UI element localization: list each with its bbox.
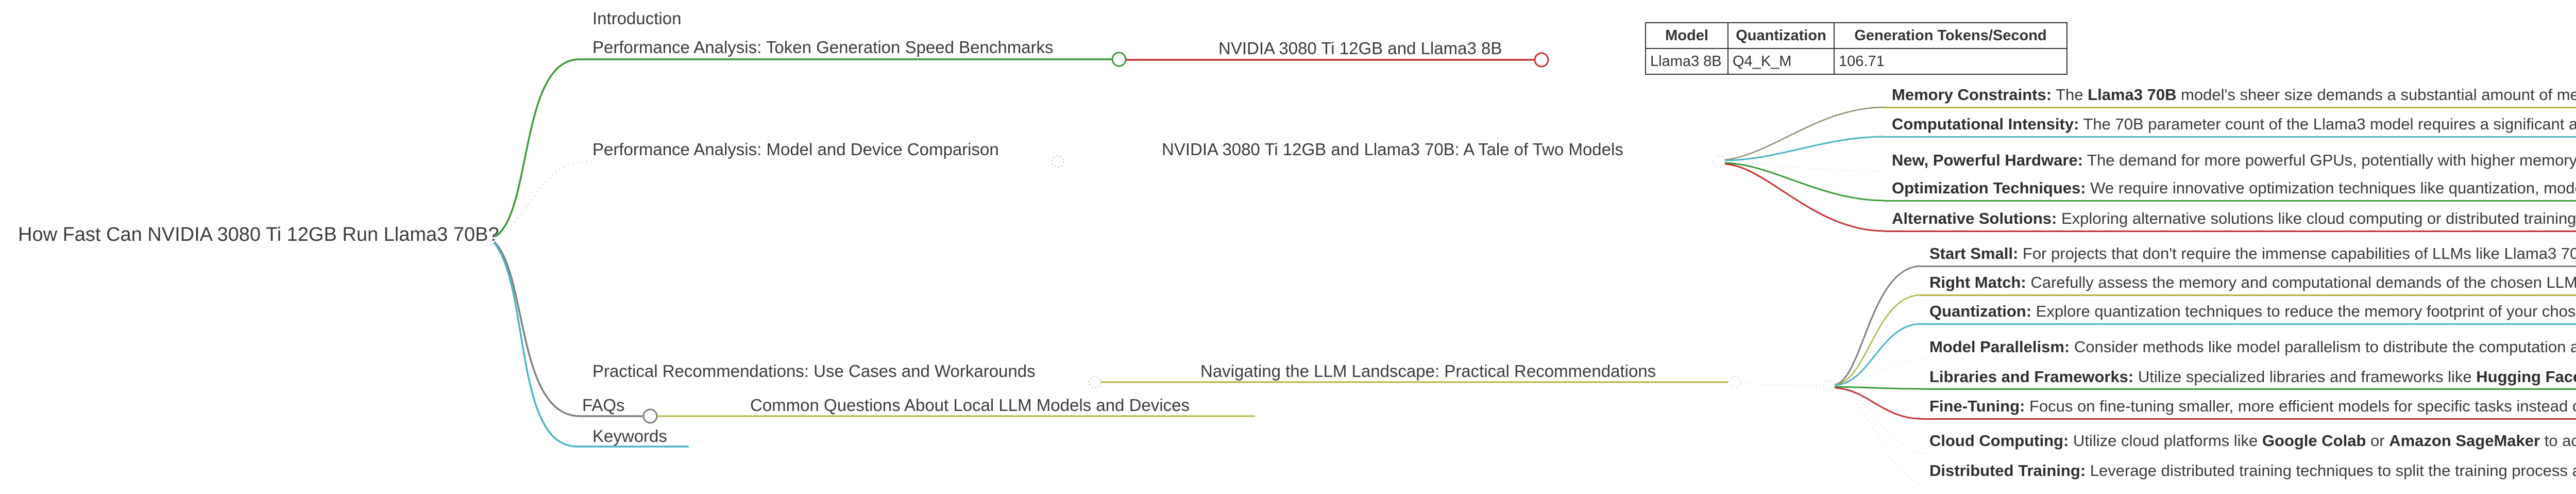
leaf-start-small: Start Small: For projects that don't req… xyxy=(1929,244,2576,262)
node-common-questions[interactable]: Common Questions About Local LLM Models … xyxy=(750,396,1190,415)
leaf-underline-memory-constraints xyxy=(1884,107,2576,108)
node-circle-perf-model[interactable] xyxy=(1052,155,1064,168)
link-model-parallelism xyxy=(1834,359,1928,386)
leaf-underline-fine-tuning xyxy=(1920,418,2576,420)
leaf-underline-computational-intensity xyxy=(1884,136,2576,138)
node-circle-perf-token[interactable] xyxy=(1111,52,1127,67)
node-circle-faqs[interactable] xyxy=(642,408,658,424)
node-nvidia-70b[interactable]: NVIDIA 3080 Ti 12GB and Llama3 70B: A Ta… xyxy=(1162,140,1623,159)
leaf-right-match: Right Match: Carefully assess the memory… xyxy=(1929,273,2576,291)
leaf-underline-optimization-techniques xyxy=(1884,200,2576,202)
node-navigating[interactable]: Navigating the LLM Landscape: Practical … xyxy=(1200,361,1656,381)
leaf-underline-quantization xyxy=(1920,323,2576,325)
node-perf-token[interactable]: Performance Analysis: Token Generation S… xyxy=(592,38,1054,57)
leaf-fine-tuning: Fine-Tuning: Focus on fine-tuning smalle… xyxy=(1929,397,2576,415)
link-computational-intensity xyxy=(1724,136,1885,161)
leaf-alternative-solutions: Alternative Solutions: Exploring alterna… xyxy=(1892,209,2576,227)
leaf-computational-intensity: Computational Intensity: The 70B paramet… xyxy=(1892,115,2576,133)
link-start-small xyxy=(1834,265,1922,386)
leaf-underline-start-small xyxy=(1920,266,2576,267)
node-nvidia-8b[interactable]: NVIDIA 3080 Ti 12GB and Llama3 8B xyxy=(1218,39,1502,58)
leaf-underline-right-match xyxy=(1920,294,2576,296)
leaf-underline-alternative-solutions xyxy=(1884,230,2576,232)
table-header-tokens: Generation Tokens/Second xyxy=(1834,22,2067,49)
node-perf-model[interactable]: Performance Analysis: Model and Device C… xyxy=(592,140,999,159)
node-introduction[interactable]: Introduction xyxy=(592,9,682,28)
table-cell-tokens: 106.71 xyxy=(1834,48,2067,75)
link-perf-model xyxy=(492,161,593,239)
link-alternative-solutions xyxy=(1724,163,1885,232)
root-node[interactable]: How Fast Can NVIDIA 3080 Ti 12GB Run Lla… xyxy=(18,224,499,245)
node-circle-navigating-branch[interactable] xyxy=(1823,380,1835,392)
leaf-memory-constraints: Memory Constraints: The Llama3 70B model… xyxy=(1892,86,2576,104)
leaf-underline-libraries-frameworks xyxy=(1920,388,2576,390)
node-practical[interactable]: Practical Recommendations: Use Cases and… xyxy=(592,361,1036,381)
link-quantization xyxy=(1834,323,1922,386)
table-cell-quant: Q4_K_M xyxy=(1727,48,1835,75)
leaf-new-powerful-hardware: New, Powerful Hardware: The demand for m… xyxy=(1892,151,2576,169)
link-faqs xyxy=(491,239,643,417)
leaf-distributed-training: Distributed Training: Leverage distribut… xyxy=(1929,462,2576,480)
link-keywords xyxy=(491,239,689,448)
node-keywords[interactable]: Keywords xyxy=(592,426,667,446)
link-cloud-computing xyxy=(1834,388,1928,454)
benchmark-table: Model Quantization Generation Tokens/Sec… xyxy=(1645,22,2067,75)
link-navigating-branch xyxy=(1741,383,1823,386)
leaf-model-parallelism: Model Parallelism: Consider methods like… xyxy=(1929,338,2576,356)
link-new-powerful-hardware xyxy=(1724,162,1884,172)
leaf-libraries-frameworks: Libraries and Frameworks: Utilize specia… xyxy=(1929,368,2576,386)
table-header-quant: Quantization xyxy=(1727,22,1835,49)
table-cell-model: Llama3 8B xyxy=(1645,48,1728,75)
leaf-optimization-techniques: Optimization Techniques: We require inno… xyxy=(1892,179,2576,197)
link-fine-tuning xyxy=(1834,387,1922,420)
leaf-quantization: Quantization: Explore quantization techn… xyxy=(1929,302,2576,320)
link-distributed-training xyxy=(1834,388,1928,485)
table-header-row: Model Quantization Generation Tokens/Sec… xyxy=(1645,22,2067,49)
leaf-cloud-computing: Cloud Computing: Utilize cloud platforms… xyxy=(1929,432,2576,450)
node-circle-nvidia-70b[interactable] xyxy=(1713,155,1725,168)
node-faqs[interactable]: FAQs xyxy=(582,396,625,415)
node-circle-nvidia-8b[interactable] xyxy=(1534,52,1549,68)
table-header-model: Model xyxy=(1645,22,1728,49)
node-circle-navigating[interactable] xyxy=(1729,376,1741,388)
link-libraries-frameworks xyxy=(1834,386,1922,390)
link-right-match xyxy=(1834,294,1922,386)
node-circle-practical[interactable] xyxy=(1089,376,1101,388)
link-memory-constraints xyxy=(1724,106,1885,161)
link-optimization-techniques xyxy=(1724,162,1885,202)
table-row: Llama3 8B Q4_K_M 106.71 xyxy=(1645,48,2067,75)
node-circle-root[interactable] xyxy=(480,231,496,246)
